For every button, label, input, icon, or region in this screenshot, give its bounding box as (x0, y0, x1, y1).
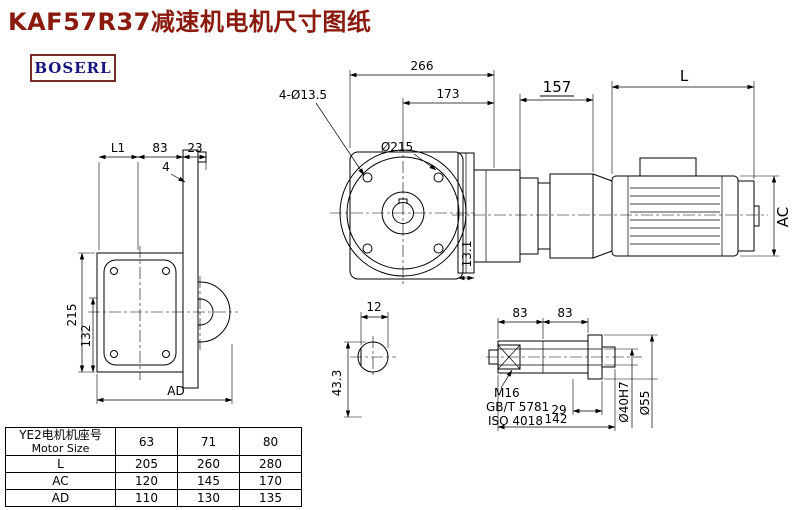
row-label-L: L (5, 455, 116, 473)
AD-value-80: 135 (239, 489, 302, 507)
page-title: KAF57R37减速机电机尺寸图纸 (8, 8, 372, 36)
motor-size-header-en: Motor Size (31, 442, 90, 455)
dim-29-label: 29 (551, 403, 566, 417)
terminal-box (639, 157, 697, 177)
thread-label: M16 (494, 386, 520, 400)
L-value-80: 280 (239, 455, 302, 473)
table-header-row: YE2电机机座号 Motor Size 63 71 80 (5, 427, 302, 456)
top-dimensions: 266 173 4-Ø13.5 Ø215 157 L (279, 59, 792, 281)
table-row-AC: AC 120 145 170 (5, 472, 302, 490)
dim-AC-label: AC (774, 207, 792, 227)
dim-AD-label: AD (167, 384, 184, 398)
dim-83-shaft-b-label: 83 (557, 306, 572, 320)
bolt-holes-label: 4-Ø13.5 (279, 88, 327, 102)
frame-size-63: 63 (115, 427, 178, 456)
bolt-hole (362, 243, 373, 254)
bolt-hole (433, 172, 444, 183)
dim-132-label: 132 (79, 325, 93, 348)
row-label-AD: AD (5, 489, 116, 507)
dim-23-label: 23 (187, 141, 202, 155)
dim-13-1-label: 13.1 (460, 241, 474, 268)
dim-43-3-label: 43.3 (330, 370, 344, 397)
boserl-logo-text: BOSERL (34, 59, 112, 77)
bolt-hole (433, 243, 444, 254)
front-flange-view (330, 140, 476, 287)
boserl-logo: BOSERL (30, 54, 116, 82)
mounting-flange-plate (182, 149, 199, 389)
bore-dia-label: Ø40H7 (617, 381, 631, 422)
motor-size-table: YE2电机机座号 Motor Size 63 71 80 L 205 260 2… (5, 427, 302, 507)
AC-value-63: 120 (115, 472, 178, 490)
left-view-dimensions: L1 83 23 4 215 132 AD (65, 141, 233, 404)
dim-L1-label: L1 (111, 141, 125, 155)
dim-142-label: 142 (545, 412, 568, 426)
table-row-L: L 205 260 280 (5, 455, 302, 473)
AC-value-71: 145 (177, 472, 240, 490)
L-value-63: 205 (115, 455, 178, 473)
dim-266-label: 266 (411, 59, 434, 73)
bolt-hole (362, 172, 373, 183)
shaft-section-view: 12 43.3 (330, 300, 396, 418)
dim-L-label: L (680, 67, 689, 85)
dim-215-label: 215 (65, 304, 79, 327)
flange-dia-label: Ø215 (381, 140, 413, 154)
side-assembly-view (452, 152, 768, 274)
dim-83-shaft-a-label: 83 (512, 306, 527, 320)
dim-4-label: 4 (162, 160, 170, 174)
AC-value-80: 170 (239, 472, 302, 490)
fan-cover (737, 180, 755, 252)
outer-dia-label: Ø55 (638, 391, 652, 416)
row-label-AC: AC (5, 472, 116, 490)
AD-value-63: 110 (115, 489, 178, 507)
AD-value-71: 130 (177, 489, 240, 507)
dim-157-label: 157 (543, 78, 572, 96)
table-row-AD: AD 110 130 135 (5, 489, 302, 507)
motor-size-header-cn: YE2电机机座号 (19, 428, 102, 442)
dim-83-top-label: 83 (152, 141, 167, 155)
motor-size-header-cell: YE2电机机座号 Motor Size (5, 427, 116, 456)
L-value-71: 260 (177, 455, 240, 473)
frame-size-71: 71 (177, 427, 240, 456)
dim-12-label: 12 (366, 300, 381, 314)
dim-173-label: 173 (437, 87, 460, 101)
motor-flange-bell (592, 173, 613, 259)
std-iso-label: ISO 4018 (488, 414, 543, 428)
left-side-view (88, 149, 238, 389)
std-gb-label: GB/T 5781 (486, 400, 549, 414)
output-shaft-detail: 83 83 M16 GB/T 5781 ISO 4018 29 142 Ø40H… (486, 306, 658, 431)
frame-size-80: 80 (239, 427, 302, 456)
